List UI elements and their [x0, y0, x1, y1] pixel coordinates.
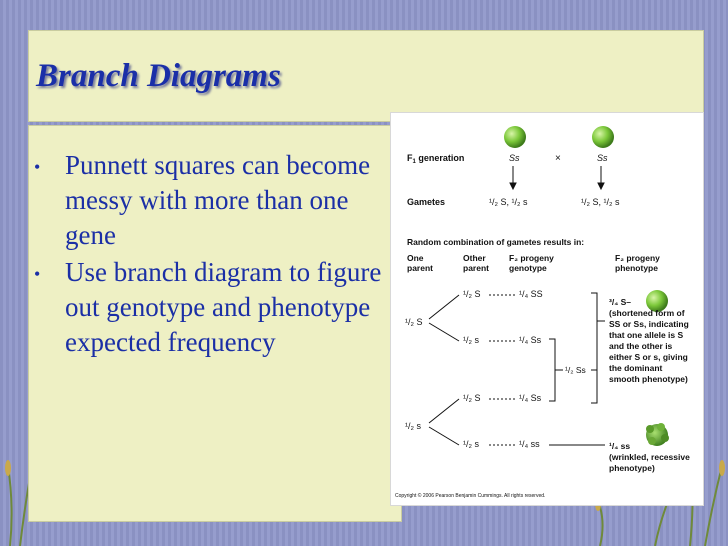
random-combination-heading: Random combination of gametes results in…: [407, 237, 584, 247]
branch-lines: [428, 292, 605, 446]
svg-text:that one allele is S: that one allele is S: [609, 330, 683, 340]
column-heading: parent: [463, 263, 489, 273]
column-heading: F₂ progeny: [509, 253, 554, 263]
column-heading: One: [407, 253, 424, 263]
slide-title: Branch Diagrams: [36, 58, 281, 94]
other-parent-allele: ¹/₂ S: [463, 393, 481, 403]
other-parent-allele: ¹/₂ S: [463, 289, 481, 299]
dominant-phenotype-text: ³/₄ S– (shortened form of SS or Ss, indi…: [609, 297, 689, 384]
column-heading: parent: [407, 263, 433, 273]
svg-text:(shortened form of: (shortened form of: [609, 308, 685, 318]
smooth-pea-icon: [646, 290, 668, 312]
bullet-dot-icon: •: [34, 157, 41, 177]
recessive-phenotype-text: ¹/₄ ss (wrinkled, recessive phenotype): [609, 441, 690, 473]
combined-heterozygote: ¹/₂ Ss: [565, 365, 586, 375]
branch-parent-top: ¹/₂ S: [405, 317, 423, 327]
svg-text:SS or Ss, indicating: SS or Ss, indicating: [609, 319, 689, 329]
svg-text:smooth phenotype): smooth phenotype): [609, 374, 688, 384]
svg-text:phenotype): phenotype): [609, 463, 655, 473]
parent-genotype-left: Ss: [509, 153, 520, 163]
f1-generation-label: F1 generation: [407, 153, 464, 165]
branch-diagram-figure: F1 generation Ss × Ss Gametes ¹/₂ S, ¹/₂…: [390, 112, 704, 506]
column-heading: F₂ progeny: [615, 253, 660, 263]
column-heading: Other: [463, 253, 486, 263]
gamete-arrows: [509, 166, 605, 191]
bullet-item: • Use branch diagram to figure out genot…: [30, 255, 390, 360]
column-heading: phenotype: [615, 263, 658, 273]
bullet-dot-icon: •: [34, 264, 41, 284]
parent-genotype-right: Ss: [597, 153, 608, 163]
f2-genotype: ¹/₄ Ss: [519, 393, 542, 403]
other-parent-allele: ¹/₂ s: [463, 335, 479, 345]
svg-text:³/₄ S–: ³/₄ S–: [609, 297, 631, 307]
content-panel: [28, 125, 402, 522]
f2-genotype: ¹/₄ ss: [519, 439, 540, 449]
bullet-list: • Punnett squares can become messy with …: [30, 148, 390, 362]
cross-symbol: ×: [555, 153, 561, 164]
svg-text:either S or s, giving: either S or s, giving: [609, 352, 688, 362]
branch-parent-bottom: ¹/₂ s: [405, 421, 421, 431]
svg-text:(wrinkled, recessive: (wrinkled, recessive: [609, 452, 690, 462]
gametes-label: Gametes: [407, 197, 445, 207]
copyright-note: Copyright © 2006 Pearson Benjamin Cummin…: [395, 492, 545, 499]
f2-genotype: ¹/₄ SS: [519, 289, 543, 299]
other-parent-allele: ¹/₂ s: [463, 439, 479, 449]
smooth-pea-icon: [504, 126, 526, 148]
bullet-text: Use branch diagram to figure out genotyp…: [65, 257, 382, 357]
wrinkled-pea-icon: [646, 423, 669, 446]
column-heading: genotype: [509, 263, 547, 273]
gametes-left: ¹/₂ S, ¹/₂ s: [489, 197, 528, 207]
bullet-item: • Punnett squares can become messy with …: [30, 148, 390, 253]
bullet-text: Punnett squares can become messy with mo…: [65, 150, 371, 250]
title-panel: [28, 30, 704, 122]
smooth-pea-icon: [592, 126, 614, 148]
f2-genotype: ¹/₄ Ss: [519, 335, 542, 345]
svg-text:¹/₄ ss: ¹/₄ ss: [609, 441, 630, 451]
gametes-right: ¹/₂ S, ¹/₂ s: [581, 197, 620, 207]
branch-diagram-svg: F1 generation Ss × Ss Gametes ¹/₂ S, ¹/₂…: [395, 126, 690, 499]
svg-text:the dominant: the dominant: [609, 363, 663, 373]
svg-text:and the other is: and the other is: [609, 341, 673, 351]
